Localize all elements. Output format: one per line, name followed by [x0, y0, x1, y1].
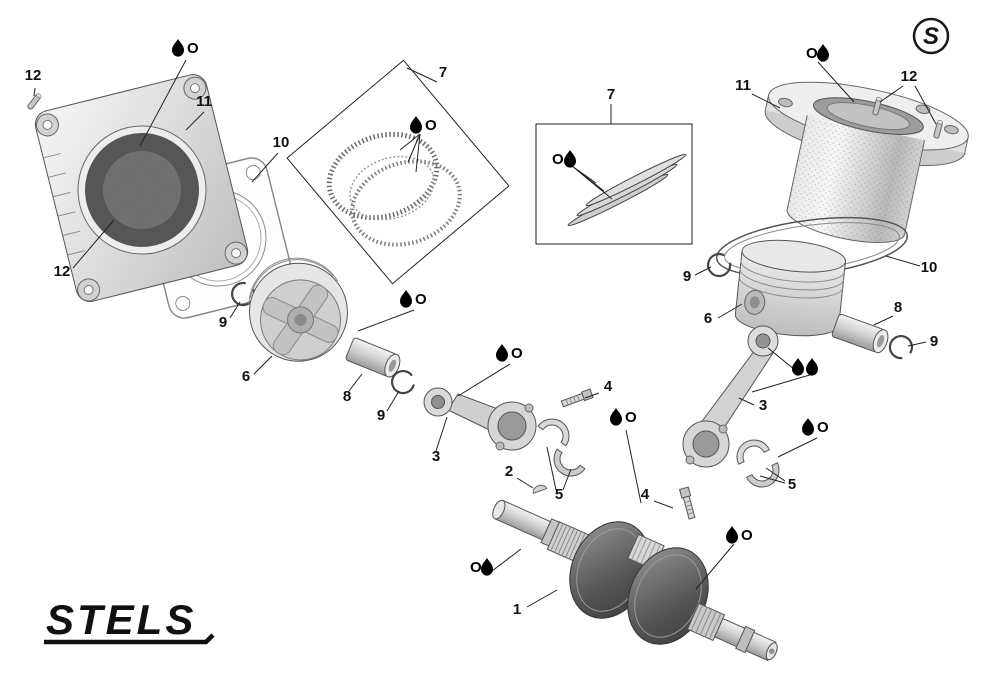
- oil-letter: O: [552, 151, 564, 168]
- oil-letter: O: [625, 409, 637, 426]
- callout-10-left: 10: [273, 134, 290, 151]
- crankshaft: [492, 499, 778, 662]
- rod-bolt-left: [560, 388, 594, 409]
- oil-drop-icon: [172, 39, 184, 57]
- brand-badge-letter: S: [923, 23, 939, 50]
- oil-letter: O: [741, 527, 753, 544]
- callout-4-left: 4: [604, 378, 613, 395]
- callout-8-left: 8: [343, 388, 351, 405]
- oil-mark-piston-left: O: [400, 290, 427, 308]
- callout-12-left: 12: [54, 263, 71, 280]
- callout-10-right: 10: [921, 259, 938, 276]
- oil-drop-icon: [806, 358, 818, 376]
- callout-11-right: 11: [735, 77, 751, 94]
- oil-drop-icon: [400, 290, 412, 308]
- oil-mark-rings-left: O: [410, 116, 437, 134]
- rod-bolt-center: [679, 486, 697, 520]
- piston-pin-right: [831, 313, 889, 354]
- oil-letter: O: [425, 117, 437, 134]
- circlip-right-piston: [704, 250, 734, 280]
- callout-7-left: 7: [439, 64, 447, 81]
- piston-rings-box-middle: [535, 123, 693, 245]
- callout-3-left: 3: [432, 448, 440, 465]
- oil-mark-bearing-right: O: [802, 418, 829, 436]
- callout-leader-lines: [33, 67, 937, 608]
- callout-12-top-left: 12: [25, 67, 42, 84]
- oil-mark-bearing-left: O: [610, 408, 637, 426]
- piston-pin-left: [345, 337, 401, 378]
- oil-drop-icon: [726, 526, 738, 544]
- stels-logo-underline: [44, 633, 215, 645]
- stels-logo-text: STELS: [46, 596, 196, 643]
- oil-drop-icon: [817, 44, 829, 62]
- oil-letter: O: [470, 559, 482, 576]
- oil-letter: O: [511, 345, 523, 362]
- bearing-shell-right-upper: [730, 433, 770, 465]
- piston-left: [248, 257, 348, 362]
- oil-mark-cylinder-right: O: [806, 44, 829, 62]
- connecting-rod-right: [682, 325, 779, 468]
- piston-right: [734, 239, 847, 337]
- oil-mark-crank-left: O: [470, 558, 493, 576]
- callout-1: 1: [513, 601, 521, 618]
- oil-mark-cylinder-left: O: [172, 39, 199, 57]
- oil-letter: O: [806, 45, 818, 62]
- oil-drop-icon: [496, 344, 508, 362]
- cylinder-right: [764, 81, 969, 244]
- piston-rings-box-left: [286, 59, 510, 285]
- oil-drop-icon: [792, 358, 804, 376]
- oil-drops-rod-right: [792, 358, 818, 376]
- circlip-right-pin: [887, 333, 915, 361]
- oil-letter: O: [817, 419, 829, 436]
- oil-mark-rod-left: O: [496, 344, 523, 362]
- callout-11-left: 11: [196, 93, 212, 110]
- oil-leader-lines: [139, 59, 855, 590]
- brand-badge: S: [912, 17, 950, 55]
- callout-2: 2: [505, 463, 513, 480]
- stels-logo: STELS: [44, 596, 215, 645]
- callout-9-right-pin: 9: [930, 333, 938, 350]
- callout-4-center: 4: [641, 486, 650, 503]
- callout-6-right: 6: [704, 310, 712, 327]
- brand-badge-circle: [912, 17, 950, 55]
- callout-6-left: 6: [242, 368, 250, 385]
- woodruff-key: [532, 484, 548, 495]
- callout-5-right: 5: [788, 476, 796, 493]
- oil-mark-rings-middle: O: [552, 150, 576, 168]
- oil-drop-icon: [610, 408, 622, 426]
- callout-9-right-piston: 9: [683, 268, 691, 285]
- callout-9-left-gasket: 9: [219, 314, 227, 331]
- oil-drop-icon: [481, 558, 493, 576]
- callout-9-left-pin: 9: [377, 407, 385, 424]
- oil-mark-crank-right: O: [726, 526, 753, 544]
- oil-letter: O: [415, 291, 427, 308]
- connecting-rod-left: [423, 387, 537, 451]
- bearing-shell-left-upper: [537, 411, 577, 447]
- callout-8-right: 8: [894, 299, 902, 316]
- callout-12-right: 12: [901, 68, 918, 85]
- cylinder-left: [34, 74, 249, 302]
- callout-5-left: 5: [555, 486, 563, 503]
- callout-3-right: 3: [759, 397, 767, 414]
- callout-7-middle: 7: [607, 86, 615, 103]
- oil-drop-icon: [802, 418, 814, 436]
- oil-letter: O: [187, 40, 199, 57]
